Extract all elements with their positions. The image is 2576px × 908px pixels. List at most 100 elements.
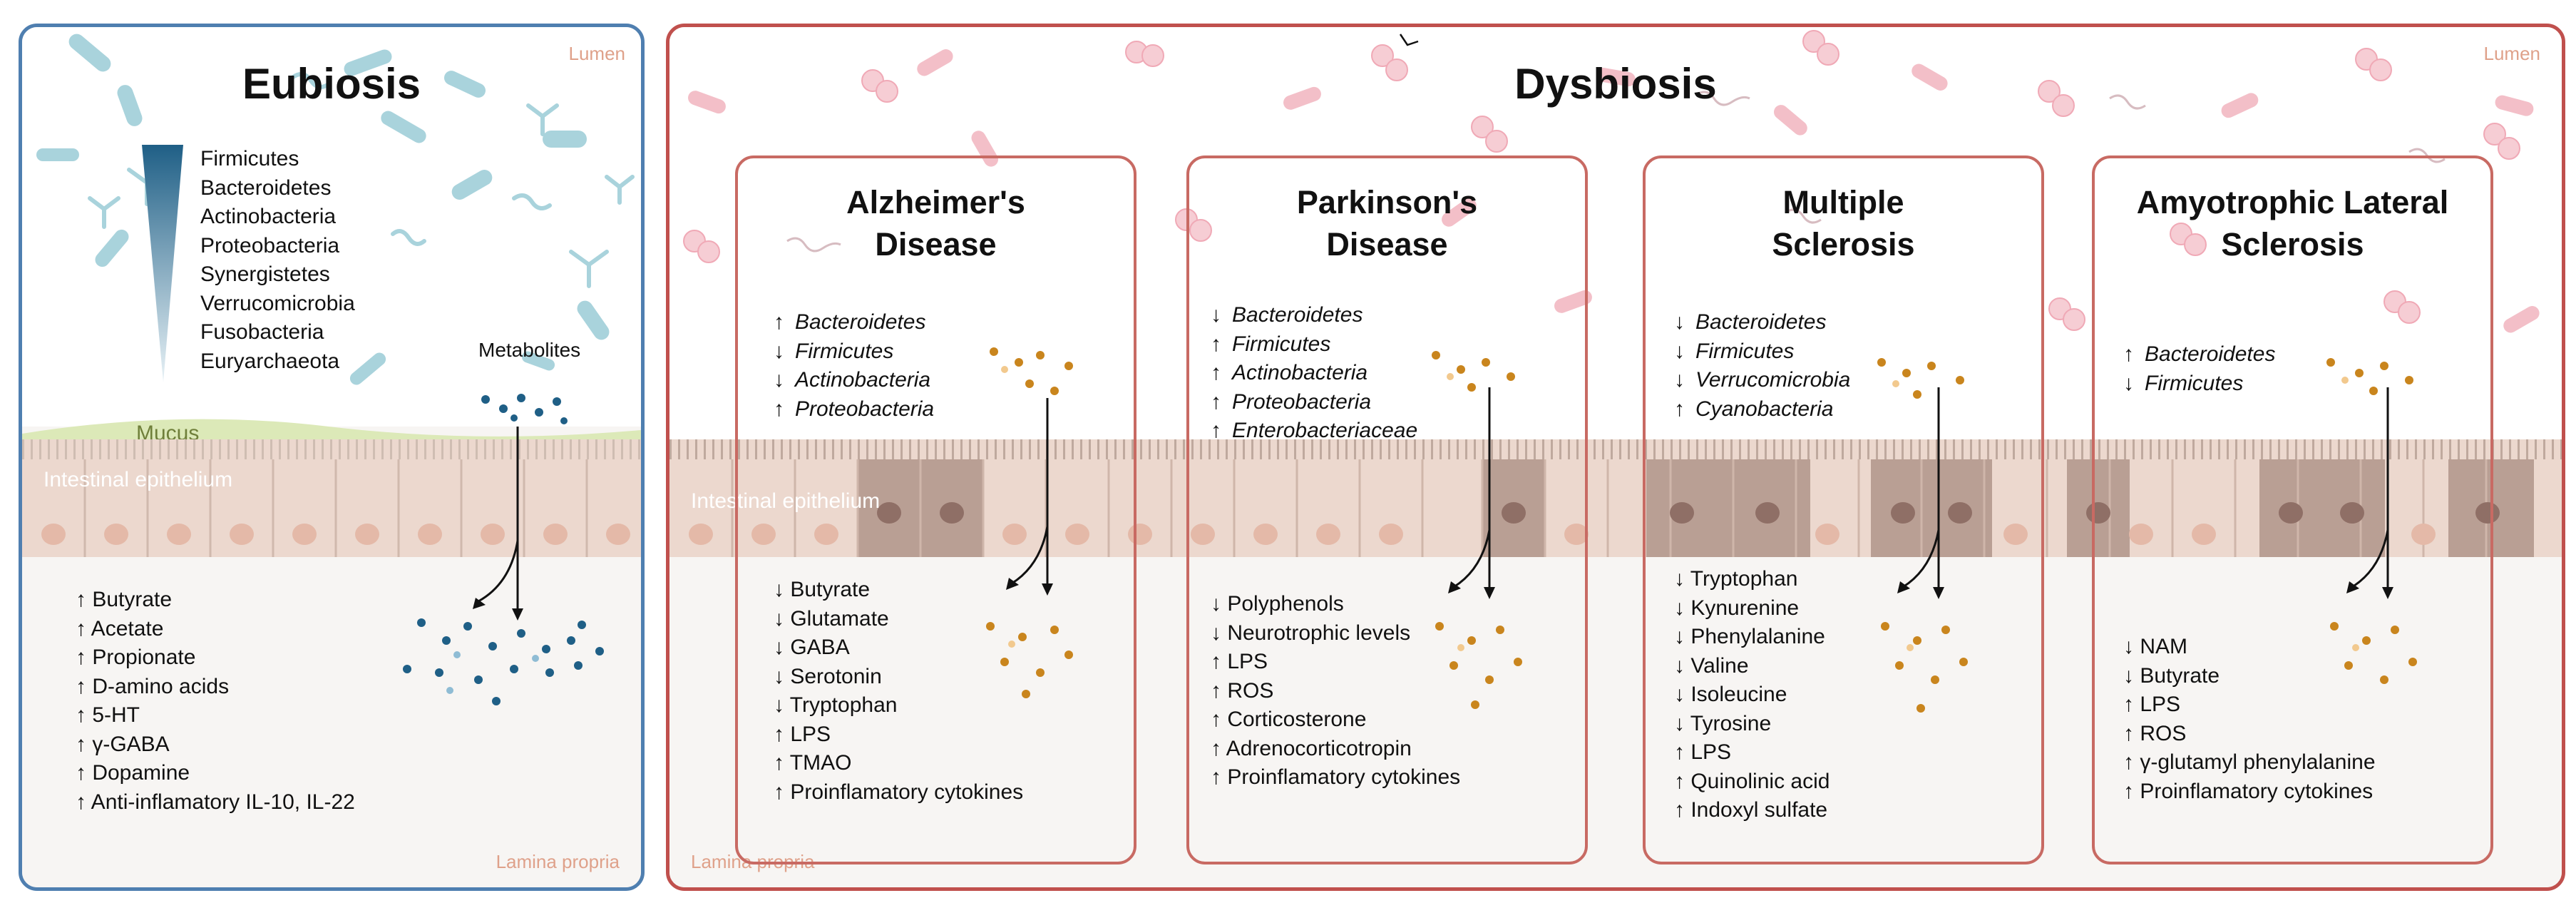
metabolite-change-item: ↓ Serotonin	[774, 664, 882, 688]
taxon-name: Firmicutes	[2145, 371, 2244, 395]
taxon-name: Proteobacteria	[795, 397, 935, 421]
bacteria-change-item: ↑Firmicutes	[1211, 330, 1417, 359]
metabolite-change-item: ↓ Tryptophan	[1674, 567, 1798, 591]
trend-arrow: ↑	[1211, 389, 1221, 414]
metabolite-change-item: ↓ Polyphenols	[1211, 592, 1344, 616]
trend-arrow: ↑	[774, 397, 784, 421]
metabolite-change-item: ↓ Phenylalanine	[1674, 625, 1825, 648]
metabolite-changes-list: ↓ NAM ↓ Butyrate ↑ LPS ↑ ROS ↑ γ-glutamy…	[2123, 633, 2376, 806]
disease-title-line: Parkinson's	[1296, 184, 1478, 220]
metabolite-change-item: ↓ GABA	[774, 636, 850, 659]
trend-arrow: ↓	[2123, 371, 2134, 395]
metabolite-change-item: ↑ TMAO	[774, 751, 852, 775]
trend-arrow: ↓	[1674, 310, 1685, 334]
metabolite-change-item: ↓ Tyrosine	[1674, 711, 1772, 735]
metabolite-change-item: ↓ Butyrate	[774, 578, 871, 601]
metabolite-change-item: ↓ Butyrate	[2123, 663, 2220, 688]
dysbiosis-bacteria-illustration	[683, 30, 2540, 333]
effect-item: ↑ Butyrate	[76, 588, 173, 611]
bacteria-changes-list: ↓Bacteroidetes ↑Firmicutes ↑ Actinobacter…	[1211, 301, 1417, 446]
effect-item: ↑ D-amino acids	[76, 674, 230, 698]
metabolite-change-item: ↓ Valine	[1674, 653, 1749, 678]
eubiosis-bacteria-illustration	[36, 34, 635, 424]
als-box: Amyotrophic Lateral Sclerosis ↑Bacteroid…	[2092, 155, 2493, 864]
bacteria-change-item: ↓Verrucomicrobia	[1674, 366, 1850, 395]
taxon-name: Bacteroidetes	[2145, 342, 2276, 366]
disease-title-line: Alzheimer's	[846, 184, 1025, 220]
effect-item: ↑ 5-HT	[76, 703, 140, 727]
phylum-item: Synergistetes	[200, 262, 330, 286]
taxon-name: Proteobacteria	[1232, 389, 1372, 414]
eubiosis-epithelium-label: Intestinal epithelium	[43, 468, 233, 491]
metabolite-changes-list: ↓ Tryptophan ↓ Kynurenine ↓ Phenylalanin…	[1674, 565, 1830, 825]
metabolite-change-item: ↑ ROS	[1211, 678, 1274, 703]
taxon-name: Actinobacteria	[795, 368, 931, 392]
taxon-name: Bacteroidetes	[1695, 310, 1827, 334]
trend-arrow: ↑	[1211, 419, 1221, 442]
taxon-name: Actinobacteria	[1232, 361, 1368, 384]
eubiosis-lamina-label: Lamina propria	[496, 851, 620, 872]
metabolite-change-item: ↑ ROS	[2123, 721, 2187, 745]
disease-title-line: Disease	[1326, 226, 1448, 262]
metabolite-changes-list: ↓ Polyphenols ↓ Neurotrophic levels ↑ LP…	[1211, 590, 1460, 792]
dysbiosis-lumen-label: Lumen	[2483, 43, 2541, 64]
bacteria-change-item: ↑Bacteroidetes	[2123, 340, 2275, 369]
trend-arrow: ↑	[774, 310, 784, 334]
bacteria-changes-list: ↑ Bacteroidetes ↓Firmicutes ↓ Actinobacter…	[774, 308, 934, 424]
parkinsons-disease-box: Parkinson's Disease ↓Bacteroidetes ↑Firm…	[1186, 155, 1588, 864]
metabolite-change-item: ↑ LPS	[1211, 650, 1268, 673]
disease-title-line: Amyotrophic Lateral	[2136, 184, 2449, 220]
bacteria-change-item: ↓Firmicutes	[774, 337, 934, 367]
metabolite-change-item: ↑ γ-glutamyl phenylalanine	[2123, 750, 2376, 774]
mucus-layer	[22, 419, 641, 444]
bacteria-change-item: ↑Enterobacteriaceae	[1211, 417, 1417, 446]
metabolite-change-item: ↑ Proinflamatory cytokines	[774, 780, 1024, 804]
disease-title: Amyotrophic Lateral Sclerosis	[2095, 181, 2490, 265]
dysbiosis-panel: Intestinal epithelium	[666, 24, 2565, 891]
disease-title-line: Sclerosis	[2221, 226, 2364, 262]
bacteria-change-item: ↑ Actinobacteria	[1211, 359, 1417, 388]
taxon-name: Cyanobacteria	[1695, 397, 1834, 421]
taxon-name: Firmicutes	[1695, 339, 1795, 363]
disease-title: Multiple Sclerosis	[1646, 181, 2041, 265]
metabolite-change-item: ↓ Kynurenine	[1674, 596, 1800, 620]
trend-arrow: ↓	[1674, 339, 1685, 363]
metabolite-change-item: ↓ Glutamate	[774, 606, 889, 631]
dysbiosis-epithelium-label: Intestinal epithelium	[691, 489, 881, 513]
trend-arrow: ↓	[774, 368, 784, 392]
taxon-name: Bacteroidetes	[1232, 303, 1363, 327]
metabolite-change-item: ↑ Quinolinic acid	[1674, 769, 1830, 793]
eubiosis-transport-arrow	[403, 427, 604, 705]
eubiosis-lamina-propria	[22, 557, 641, 887]
bacteria-change-item: ↓Bacteroidetes	[1211, 301, 1417, 330]
trend-arrow: ↓	[774, 339, 784, 363]
metabolite-change-item: ↑ LPS	[774, 722, 831, 746]
effect-item: ↑ Anti-inflamatory IL-10, IL-22	[76, 790, 355, 814]
bacteria-change-item: ↓ Actinobacteria	[774, 366, 934, 395]
dysbiosis-lamina-propria	[669, 557, 2562, 887]
taxon-name: Bacteroidetes	[795, 310, 926, 334]
bacteria-change-item: ↓ Bacteroidetes	[1674, 308, 1850, 337]
disease-title-line: Sclerosis	[1772, 226, 1915, 262]
phylum-item: Verrucomicrobia	[200, 291, 355, 315]
metabolite-change-item: ↓ NAM	[2123, 635, 2187, 658]
disease-title: Alzheimer's Disease	[738, 181, 1134, 265]
bacteria-change-item: ↑ Proteobacteria	[1211, 388, 1417, 417]
alzheimers-disease-box: Alzheimer's Disease ↑ Bacteroidetes ↓Firm…	[735, 155, 1136, 864]
effect-item: ↑ Propionate	[76, 646, 196, 669]
disease-title-line: Multiple	[1782, 184, 1904, 220]
bacteria-change-item: ↓ Firmicutes	[2123, 369, 2275, 399]
multiple-sclerosis-box: Multiple Sclerosis ↓ Bacteroidetes ↓ Firmi…	[1643, 155, 2044, 864]
dysbiosis-villi	[669, 439, 2562, 459]
bacteria-change-item: ↑ Proteobacteria	[774, 395, 934, 424]
dysbiosis-title: Dysbiosis	[1514, 60, 1717, 108]
trend-arrow: ↑	[1211, 361, 1221, 384]
trend-arrow: ↑	[1211, 332, 1221, 356]
metabolite-change-item: ↑ LPS	[1674, 740, 1732, 764]
eubiosis-villi	[22, 439, 641, 459]
metabolite-changes-list: ↓ Butyrate ↓ Glutamate ↓ GABA ↓ Serotoni…	[774, 576, 1023, 807]
taxon-name: Verrucomicrobia	[1695, 368, 1851, 392]
trend-arrow: ↑	[1674, 397, 1685, 421]
metabolite-change-item: ↑ Indoxyl sulfate	[1674, 798, 1828, 822]
phylum-item: Euryarchaeota	[200, 349, 340, 373]
